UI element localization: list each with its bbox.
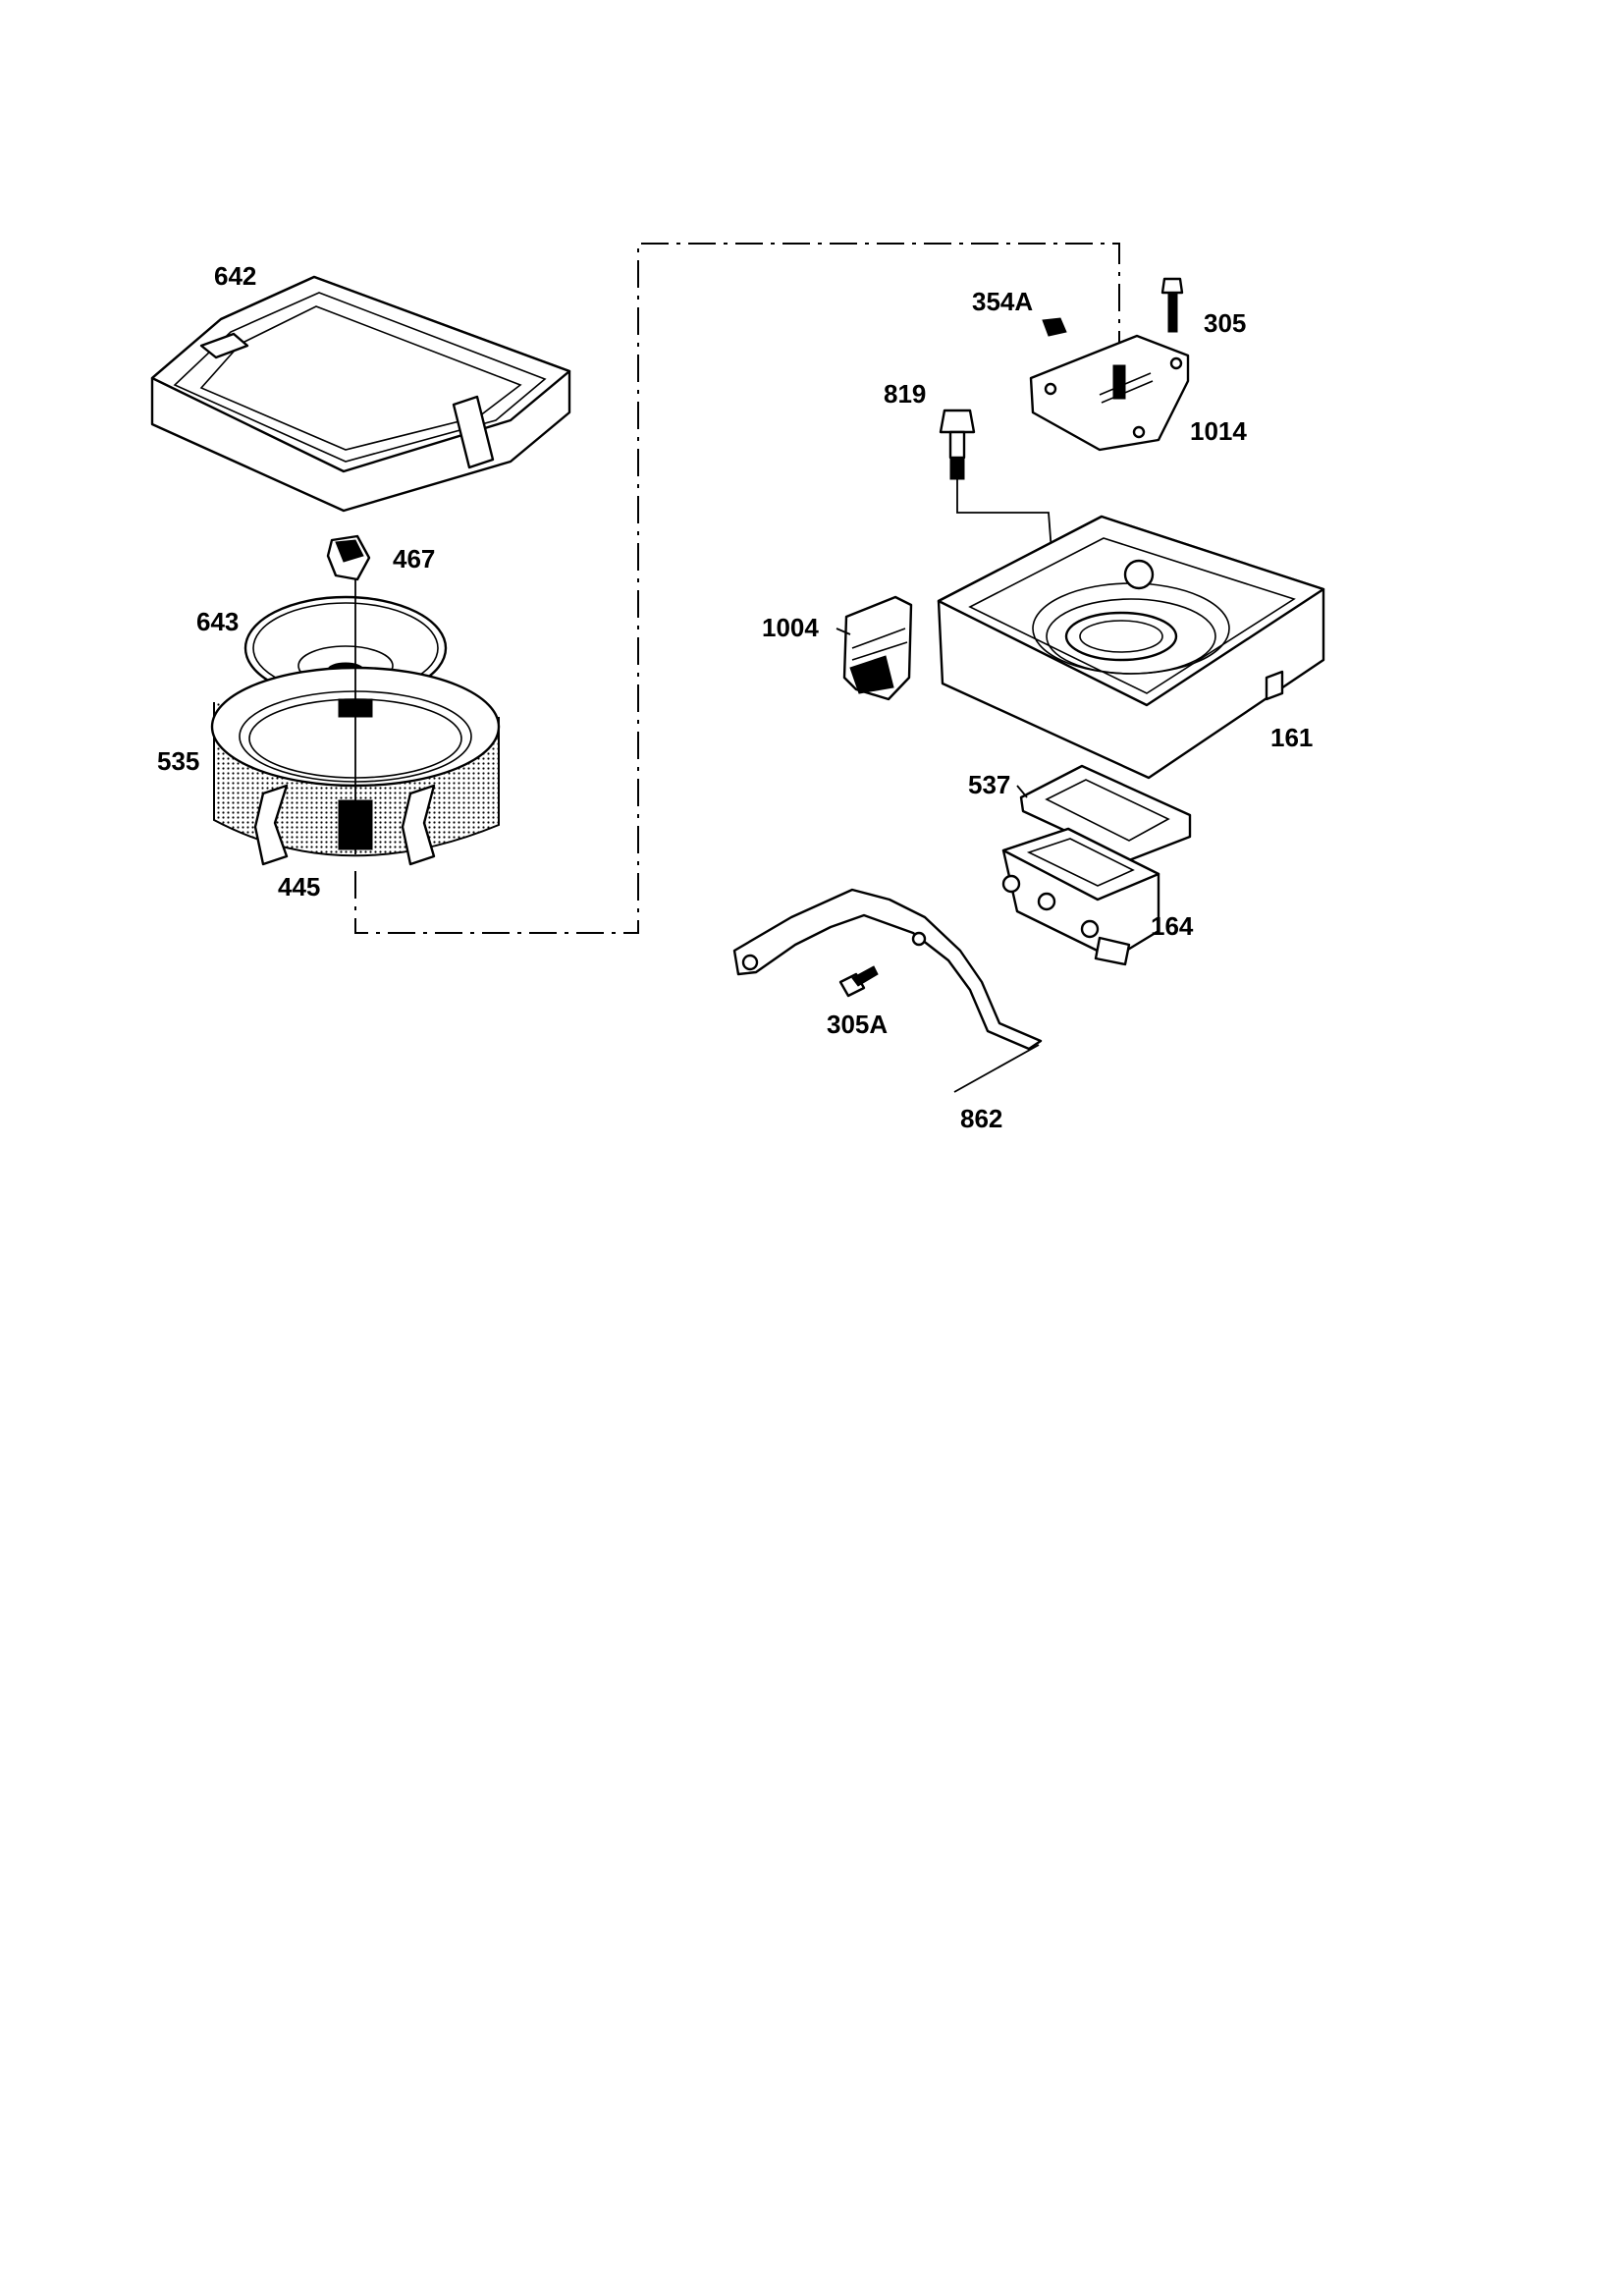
part-label-305A: 305A <box>827 1010 888 1039</box>
nut-354A <box>1042 317 1067 337</box>
part-label-643: 643 <box>196 607 239 636</box>
part-label-1014: 1014 <box>1190 416 1247 446</box>
part-label-537: 537 <box>968 770 1010 799</box>
part-label-161: 161 <box>1270 723 1313 752</box>
wing-nut-467 <box>326 534 371 581</box>
label-leader-537 <box>1016 785 1028 798</box>
governor-link-862 <box>732 888 1043 1093</box>
part-label-862: 862 <box>960 1104 1002 1133</box>
screw-305 <box>1160 277 1184 333</box>
label-leader-1004 <box>836 628 851 635</box>
part-label-642: 642 <box>214 261 256 291</box>
part-label-164: 164 <box>1151 911 1194 941</box>
part-label-354A: 354A <box>972 287 1033 316</box>
air-cleaner-base-161 <box>937 515 1325 780</box>
bolt-819 <box>939 409 976 480</box>
part-label-819: 819 <box>884 379 926 409</box>
part-label-535: 535 <box>157 746 199 776</box>
screw-305A <box>838 965 879 998</box>
part-label-305: 305 <box>1204 308 1246 338</box>
elbow-1004 <box>842 595 913 701</box>
carburetor-164 <box>1001 827 1160 966</box>
air-cleaner-cover-642 <box>150 275 571 513</box>
gasket-537 <box>1019 764 1192 862</box>
part-label-445: 445 <box>278 872 320 902</box>
assembly-connector-line <box>354 243 1120 934</box>
part-label-467: 467 <box>393 544 435 574</box>
part-label-1004: 1004 <box>762 613 819 642</box>
bracket-plate-1014 <box>1029 334 1190 452</box>
filter-element-535 <box>210 666 501 866</box>
